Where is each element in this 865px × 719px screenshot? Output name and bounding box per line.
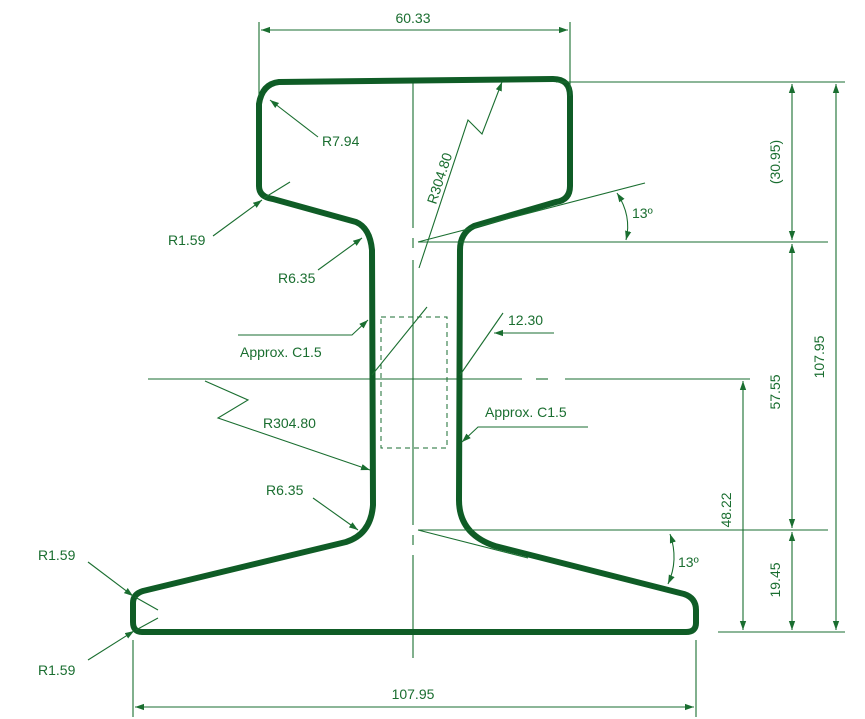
rail-profile-outline	[130, 76, 699, 635]
head-corner-radius-label: R7.94	[322, 133, 360, 149]
head-angle-label: 13º	[632, 205, 653, 221]
base-angle-label: 13º	[678, 554, 699, 570]
right-chamfer-callout: Approx. C1.5	[461, 404, 588, 443]
overall-height-dimension: 107.95	[811, 84, 840, 630]
overall-height-label: 107.95	[811, 335, 827, 378]
web-thickness-callout: 12.30	[371, 306, 554, 376]
neutral-axis-height-dimension: 48.22	[718, 381, 747, 630]
base-top-radius-label: R1.59	[38, 547, 76, 563]
web-radius-callout: R304.80	[204, 380, 371, 471]
base-bottom-radius-label: R1.59	[38, 662, 76, 678]
base-bottom-radius-callout: R1.59	[38, 617, 159, 678]
head-depth-label: (30.95)	[767, 140, 783, 184]
left-chamfer-label: Approx. C1.5	[240, 344, 322, 360]
web-height-label: 57.55	[767, 374, 783, 409]
web-height-dimension: 57.55	[767, 244, 796, 528]
web-thickness-label: 12.30	[508, 312, 543, 328]
web-radius-label: R304.80	[263, 415, 316, 431]
head-under-radius-label: R1.59	[168, 232, 206, 248]
head-under-radius-callout: R1.59	[168, 181, 291, 248]
head-width-label: 60.33	[395, 10, 430, 26]
right-extension-lines	[418, 81, 845, 633]
upper-fillet-radius-label: R6.35	[278, 270, 316, 286]
base-top-radius-callout: R1.59	[38, 547, 159, 611]
lower-fillet-radius-callout: R6.35	[266, 482, 359, 531]
base-width-label: 107.95	[392, 686, 435, 702]
neutral-axis-height-label: 48.22	[718, 492, 734, 527]
lower-fillet-radius-label: R6.35	[266, 482, 304, 498]
head-corner-radius-callout: R7.94	[269, 99, 360, 149]
left-chamfer-callout: Approx. C1.5	[238, 319, 369, 360]
base-width-dimension: 107.95	[132, 640, 697, 717]
head-depth-dimension: (30.95)	[767, 84, 796, 240]
head-top-radius-label: R304.80	[424, 150, 456, 205]
base-angle-callout: 13º	[417, 529, 699, 585]
right-chamfer-label: Approx. C1.5	[485, 404, 567, 420]
head-angle-callout: 13º	[417, 182, 653, 243]
base-depth-dimension: 19.45	[767, 532, 796, 630]
web-thickness-box	[380, 316, 448, 449]
base-depth-label: 19.45	[767, 562, 783, 597]
head-width-dimension: 60.33	[258, 10, 571, 96]
upper-fillet-radius-callout: R6.35	[278, 237, 363, 286]
